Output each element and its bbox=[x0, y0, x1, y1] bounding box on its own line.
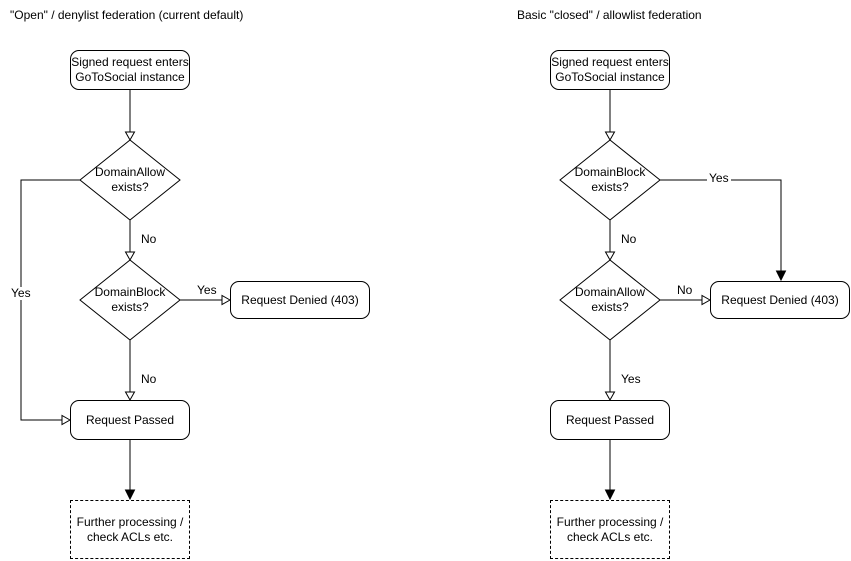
left-title: "Open" / denylist federation (current de… bbox=[10, 8, 244, 22]
right-domainallow-no-label: No bbox=[677, 283, 693, 297]
right-domainallow-diamond bbox=[559, 259, 661, 341]
right-further-processing-node: Further processing / check ACLs etc. bbox=[550, 500, 670, 559]
filled-arrowhead bbox=[775, 270, 787, 282]
connector-line bbox=[20, 179, 80, 421]
left-domainblock-no-label: No bbox=[141, 372, 157, 386]
open-arrowhead bbox=[61, 414, 72, 426]
right-edge-domainallow-no bbox=[660, 294, 712, 306]
right-domainallow-label: DomainAllow exists? bbox=[574, 285, 646, 314]
open-arrowhead bbox=[124, 131, 136, 142]
right-domainblock-yes-label: Yes bbox=[707, 171, 731, 185]
right-start-node: Signed request enters GoToSocial instanc… bbox=[550, 50, 670, 90]
left-start-node: Signed request enters GoToSocial instanc… bbox=[70, 50, 190, 90]
left-domainallow-label: DomainAllow exists? bbox=[94, 165, 166, 194]
left-edge-domainallow-yes-rail bbox=[20, 179, 80, 426]
right-edge-domainblock-yes-rail bbox=[660, 179, 787, 282]
open-arrowhead bbox=[604, 391, 616, 402]
left-edge-domainallow-no bbox=[124, 220, 136, 262]
filled-arrowhead bbox=[604, 489, 616, 501]
right-edge-domainblock-no bbox=[604, 220, 616, 262]
open-arrowhead bbox=[604, 131, 616, 142]
right-domainblock-diamond bbox=[559, 139, 661, 221]
left-domainblock-yes-label: Yes bbox=[197, 283, 217, 297]
left-further-processing-node: Further processing / check ACLs etc. bbox=[70, 500, 190, 559]
connector-line bbox=[660, 179, 782, 272]
left-domainallow-yes-label: Yes bbox=[9, 286, 33, 300]
open-arrowhead bbox=[701, 294, 712, 306]
right-domainblock-no-label: No bbox=[621, 232, 637, 246]
left-domainallow-no-label: No bbox=[141, 232, 157, 246]
open-arrowhead bbox=[124, 391, 136, 402]
left-edge-domainblock-no bbox=[124, 340, 136, 402]
left-domainblock-diamond bbox=[79, 259, 181, 341]
left-domainallow-diamond bbox=[79, 139, 181, 221]
right-request-passed-node: Request Passed bbox=[550, 400, 670, 440]
left-edge-start-to-domainallow bbox=[124, 90, 136, 142]
left-request-denied-node: Request Denied (403) bbox=[230, 281, 370, 319]
left-domainblock-label: DomainBlock exists? bbox=[94, 285, 166, 314]
right-edge-passed-to-further bbox=[604, 440, 616, 501]
right-edge-start-to-domainblock bbox=[604, 90, 616, 142]
right-domainblock-label: DomainBlock exists? bbox=[574, 165, 646, 194]
open-arrowhead bbox=[124, 251, 136, 262]
filled-arrowhead bbox=[124, 489, 136, 501]
left-request-passed-node: Request Passed bbox=[70, 400, 190, 440]
right-edge-domainallow-yes bbox=[604, 340, 616, 402]
right-title: Basic "closed" / allowlist federation bbox=[517, 8, 702, 22]
right-request-denied-node: Request Denied (403) bbox=[710, 281, 850, 319]
left-edge-passed-to-further bbox=[124, 440, 136, 501]
left-edge-domainblock-yes bbox=[180, 294, 232, 306]
right-domainallow-yes-label: Yes bbox=[621, 372, 641, 386]
open-arrowhead bbox=[604, 251, 616, 262]
open-arrowhead bbox=[221, 294, 232, 306]
